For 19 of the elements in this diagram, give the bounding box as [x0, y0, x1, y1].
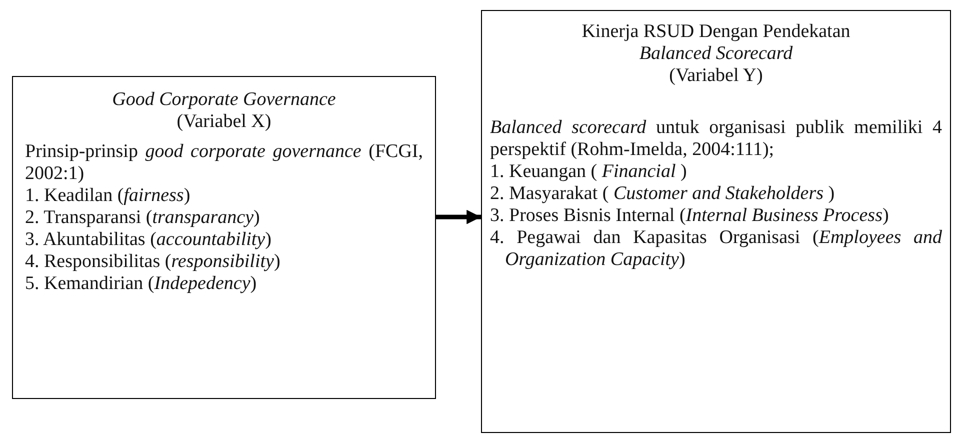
- box-heading: Kinerja RSUD Dengan Pendekatan: [580, 21, 852, 43]
- list-item: 2. Masyarakat ( Customer and Stakeholders ): [490, 183, 836, 205]
- list-item: 1. Keadilan (fairness): [25, 185, 192, 207]
- list-item: 4. Pegawai dan Kapasitas Organisasi (Employees and Organization Capacity): [490, 227, 942, 271]
- description-text: Prinsip-prinsip good corporate governance (FCGI, 2002:1): [25, 141, 423, 185]
- box-heading: (Variabel Y): [668, 65, 764, 87]
- description-text: Balanced scorecard untuk organisasi publik memiliki 4 perspektif (Rohm-Imelda, 2004:111);: [490, 117, 942, 161]
- variable-box: [481, 10, 951, 433]
- arrow: [436, 210, 481, 224]
- box-heading: Balanced Scorecard: [638, 43, 794, 65]
- list-item: 4. Responsibilitas (responsibility): [25, 251, 282, 273]
- box-heading: Good Corporate Governance: [111, 89, 337, 111]
- list-item: 5. Kemandirian (Indepedency): [25, 273, 258, 295]
- list-item: 1. Keuangan ( Financial ): [490, 161, 688, 183]
- list-item: 3. Proses Bisnis Internal (Internal Business Process): [490, 205, 890, 227]
- list-item: 3. Akuntabilitas (accountability): [25, 229, 272, 251]
- list-item: 2. Transparansi (transparancy): [25, 207, 261, 229]
- box-heading: (Variabel X): [176, 111, 272, 133]
- variable-box: [12, 76, 436, 399]
